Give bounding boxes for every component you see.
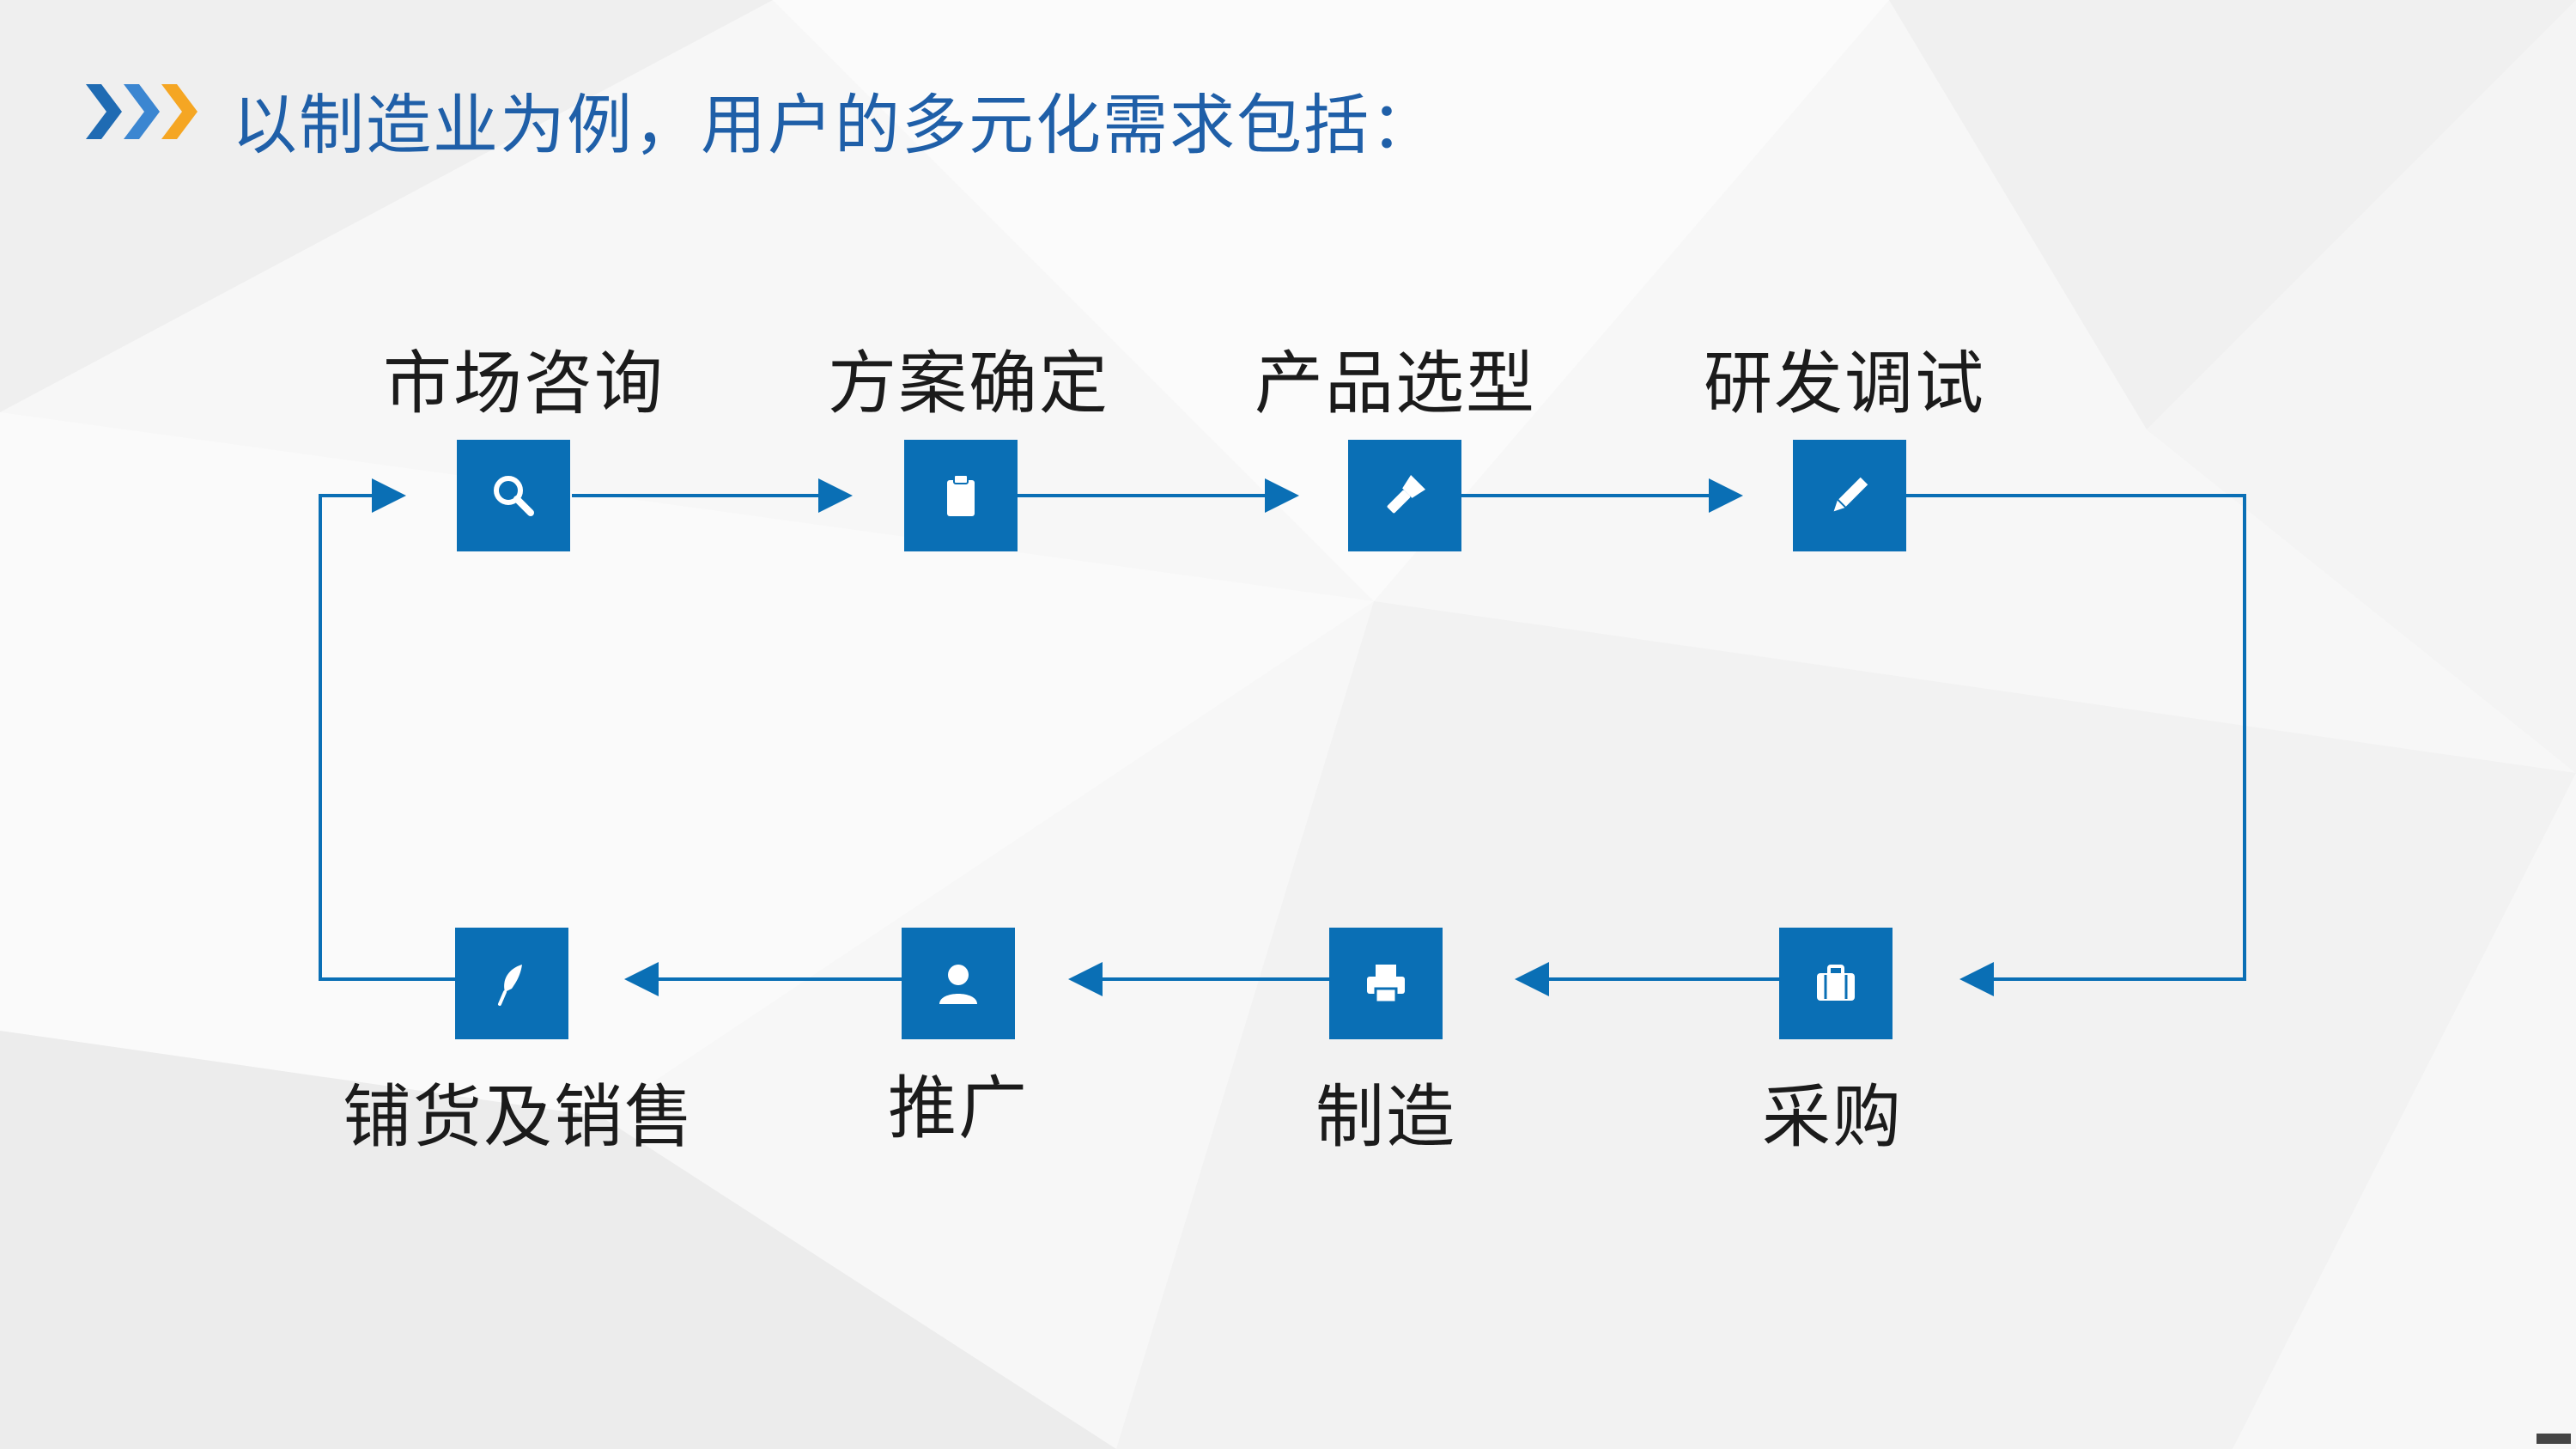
node-plan-confirm — [904, 440, 1018, 551]
node-purchase — [1779, 928, 1893, 1039]
label-purchase: 采购 — [1762, 1077, 1903, 1157]
label-rnd-debug: 研发调试 — [1704, 344, 1985, 423]
user-icon — [939, 965, 977, 1004]
node-distribution-sales — [455, 928, 568, 1039]
briefcase-icon — [1817, 965, 1855, 1001]
clipboard-icon — [947, 474, 975, 516]
node-promotion — [902, 928, 1015, 1039]
title-row: 以制造业为例，用户的多元化需求包括： — [86, 69, 1436, 163]
printer-icon — [1367, 965, 1405, 1004]
arrow-4-purchase — [1906, 494, 2246, 996]
feather-icon — [498, 965, 522, 1006]
corner-mark — [2537, 1434, 2571, 1444]
triple-chevron-icon — [86, 84, 197, 139]
node-rnd-debug — [1793, 440, 1906, 551]
label-manufacture: 制造 — [1315, 1077, 1456, 1157]
arrow-sales-consult — [319, 478, 455, 981]
label-distribution-sales: 铺货及销售 — [343, 1077, 695, 1157]
node-product-select — [1348, 440, 1461, 551]
label-market-consult: 市场咨询 — [383, 344, 665, 423]
label-plan-confirm: 方案确定 — [828, 344, 1109, 423]
label-promotion: 推广 — [888, 1068, 1029, 1148]
node-manufacture — [1329, 928, 1443, 1039]
pencil-icon — [1833, 477, 1868, 512]
page-title: 以制造业为例，用户的多元化需求包括： — [232, 87, 1437, 163]
node-market-consult — [457, 440, 570, 551]
label-product-select: 产品选型 — [1255, 344, 1536, 423]
flashlight-icon — [1387, 474, 1426, 514]
search-icon — [494, 476, 534, 516]
